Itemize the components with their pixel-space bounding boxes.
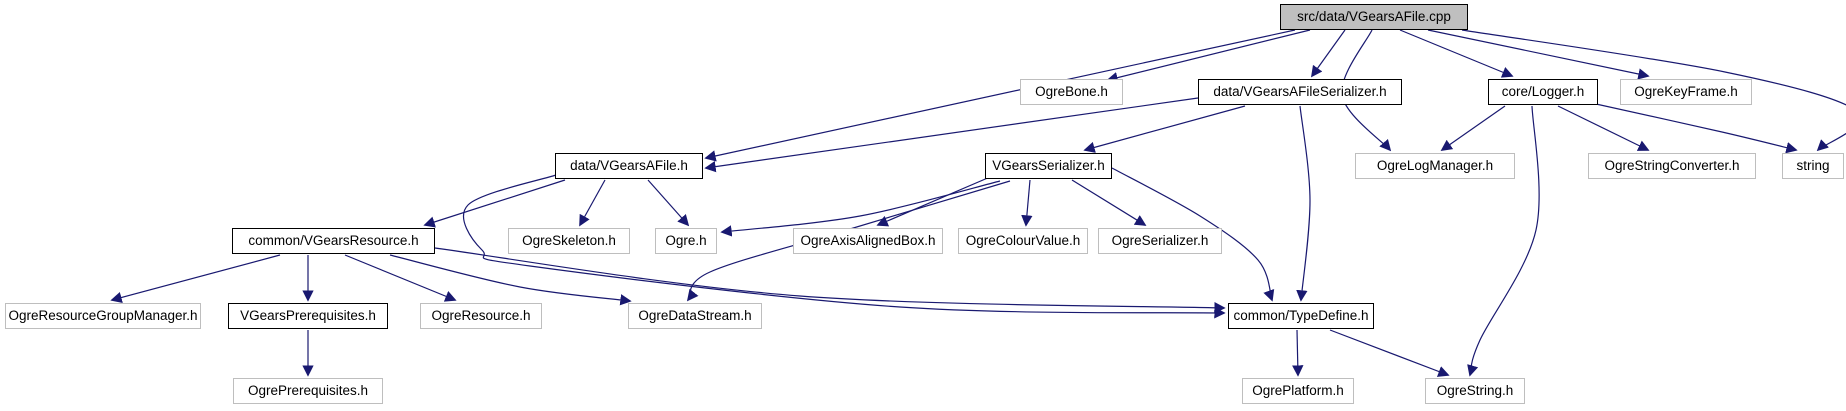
include-edge-afile-to-vgres [423, 179, 566, 228]
graph-node-afile[interactable]: data/VGearsAFile.h [555, 153, 703, 179]
include-edge-logger-to-logmgr [1440, 105, 1506, 151]
graph-node-logger[interactable]: core/Logger.h [1488, 79, 1598, 105]
graph-node-ods: OgreDataStream.h [628, 303, 762, 329]
graph-node-colour: OgreColourValue.h [958, 228, 1088, 254]
include-edge-vgser-to-ogre [720, 180, 1001, 237]
graph-node-orgm: OgreResourceGroupManager.h [5, 303, 201, 329]
include-edge-typedef-to-ostring [1329, 329, 1450, 377]
graph-node-aab: OgreAxisAlignedBox.h [793, 228, 943, 254]
include-edge-vgser-to-colour [1021, 179, 1033, 227]
graph-node-vgser[interactable]: VGearsSerializer.h [985, 153, 1112, 179]
graph-node-afs[interactable]: data/VGearsAFileSerializer.h [1198, 79, 1402, 105]
include-edge-vgres-to-ods [389, 254, 632, 306]
graph-node-oplatform: OgrePlatform.h [1242, 378, 1354, 404]
graph-node-oprereq: OgrePrerequisites.h [233, 378, 383, 404]
include-edge-afile-to-skeleton [579, 179, 606, 227]
graph-node-string: string [1782, 153, 1844, 179]
include-edge-afs-to-typedef [1296, 105, 1311, 302]
graph-node-typedef[interactable]: common/TypeDefine.h [1228, 303, 1374, 329]
include-edge-vgres-to-typedef [434, 247, 1226, 314]
graph-node-strconv: OgreStringConverter.h [1588, 153, 1756, 179]
graph-node-bone: OgreBone.h [1020, 79, 1123, 105]
graph-node-skeleton: OgreSkeleton.h [508, 228, 630, 254]
include-edge-logger-to-strconv [1557, 105, 1650, 151]
include-edge-afile-to-ogre [647, 179, 690, 227]
graph-node-ogre: Ogre.h [655, 228, 717, 254]
include-edge-typedef-to-oplatform [1292, 329, 1304, 377]
graph-node-ores: OgreResource.h [420, 303, 542, 329]
include-edge-vgser-to-aab [876, 176, 991, 227]
include-edge-cpp-to-bone [1106, 29, 1311, 84]
graph-node-oser: OgreSerializer.h [1098, 228, 1222, 254]
include-edge-cpp-to-keyframe [1427, 29, 1650, 80]
graph-node-ostring: OgreString.h [1425, 378, 1525, 404]
include-edge-afs-to-vgser [1083, 105, 1246, 153]
graph-node-cpp: src/data/VGearsAFile.cpp [1280, 4, 1468, 30]
graph-node-keyframe: OgreKeyFrame.h [1620, 79, 1752, 105]
include-edge-cpp-to-logger [1399, 29, 1514, 78]
include-edge-logger-to-ostring [1467, 105, 1540, 377]
graph-node-logmgr: OgreLogManager.h [1355, 153, 1515, 179]
include-edge-vgres-to-ores [344, 254, 457, 302]
include-edge-vgser-to-oser [1071, 179, 1147, 226]
include-edge-vgres-to-orgm [110, 254, 281, 303]
graph-node-vgres[interactable]: common/VGearsResource.h [232, 228, 435, 254]
graph-node-vgpre[interactable]: VGearsPrerequisites.h [228, 303, 388, 329]
include-edge-cpp-to-afs [1311, 29, 1346, 78]
include-edge-logger-to-string [1595, 103, 1798, 154]
include-edge-afs-to-afile [704, 97, 1199, 173]
